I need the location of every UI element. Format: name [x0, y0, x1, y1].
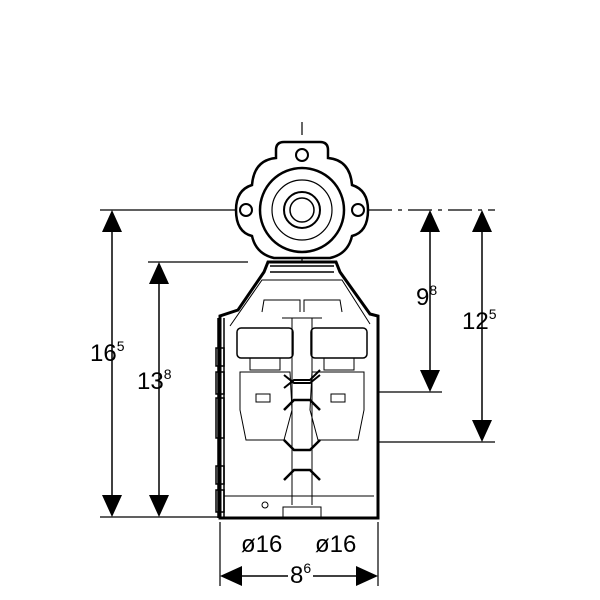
dimension-label-body-height: 138 [137, 366, 172, 395]
dimension-label-overall-height: 165 [90, 338, 125, 367]
dimension-label-width: 86 [288, 560, 314, 589]
dimension-label-lower-outlet-height: 125 [462, 306, 497, 335]
connection-label-right: ø16 [315, 531, 357, 558]
valve-body [215, 260, 380, 520]
valve-head [234, 140, 370, 260]
dimension-label-upper-outlet-height: 98 [416, 282, 438, 311]
connection-label-left: ø16 [241, 531, 283, 558]
